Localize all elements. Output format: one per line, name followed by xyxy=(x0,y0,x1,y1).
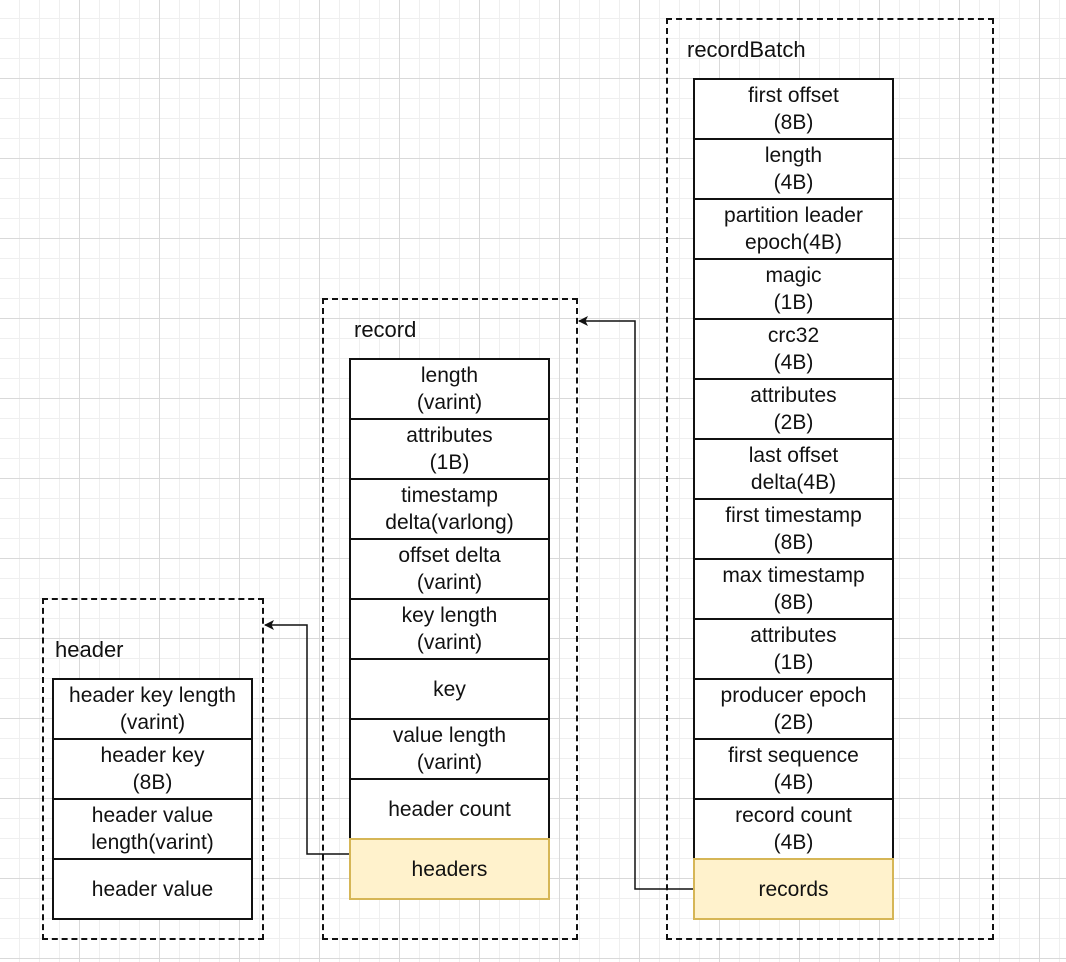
field-label: max timestamp xyxy=(722,564,865,587)
header-field-header-key-8b: header key (8B) xyxy=(52,738,253,800)
field-label: value length xyxy=(392,724,507,747)
recordbatch-field-crc32-4b: crc32 (4B) xyxy=(693,318,894,380)
field-size: (2B) xyxy=(773,711,814,734)
header-field-header-value: header value xyxy=(52,858,253,920)
record-field-value-length-varint: value length (varint) xyxy=(349,718,550,780)
recordbatch-field-max-timestamp-8b: max timestamp (8B) xyxy=(693,558,894,620)
record-container xyxy=(322,298,578,940)
field-size: epoch(4B) xyxy=(745,231,842,254)
field-label: first sequence xyxy=(728,744,859,767)
field-label: header value xyxy=(91,804,214,827)
recordbatch-field-first-sequence-4b: first sequence (4B) xyxy=(693,738,894,800)
record-field-offset-delta-varint: offset delta (varint) xyxy=(349,538,550,600)
recordbatch-field-first-offset-8b: first offset (8B) xyxy=(693,78,894,140)
field-label: length xyxy=(420,364,479,387)
field-label: headers xyxy=(411,857,488,881)
field-label: attributes xyxy=(750,384,837,407)
field-size: (4B) xyxy=(773,171,814,194)
recordbatch-field-first-timestamp-8b: first timestamp (8B) xyxy=(693,498,894,560)
field-size: (8B) xyxy=(773,591,814,614)
field-size: (4B) xyxy=(773,351,814,374)
recordbatch-field-attributes-2b: attributes (2B) xyxy=(693,378,894,440)
field-label: length xyxy=(764,144,823,167)
field-size: (8B) xyxy=(132,771,173,794)
record-field-key: key xyxy=(349,658,550,720)
field-size: (4B) xyxy=(773,771,814,794)
field-size: (varint) xyxy=(119,711,186,734)
field-size: (1B) xyxy=(773,651,814,674)
field-label: record count xyxy=(735,804,852,827)
field-size: (varint) xyxy=(416,751,483,774)
field-size: delta(varlong) xyxy=(385,511,514,534)
field-label: key xyxy=(433,677,466,701)
record-field-key-length-varint: key length (varint) xyxy=(349,598,550,660)
record-field-length-varint: length (varint) xyxy=(349,358,550,420)
recordbatch-field-producer-epoch-2b: producer epoch (2B) xyxy=(693,678,894,740)
field-size: (8B) xyxy=(773,531,814,554)
field-size: (8B) xyxy=(773,111,814,134)
field-label: magic xyxy=(765,264,822,287)
field-label: crc32 xyxy=(767,324,820,347)
field-size: (4B) xyxy=(773,831,814,854)
record-field-attributes-1b: attributes (1B) xyxy=(349,418,550,480)
recordbatch-title: recordBatch xyxy=(687,37,806,62)
field-label: header value xyxy=(91,877,214,901)
recordbatch-field-partition-leader-epoch-4b: partition leader epoch(4B) xyxy=(693,198,894,260)
record-field-headers: headers xyxy=(349,838,550,900)
recordbatch-field-attributes-1b: attributes (1B) xyxy=(693,618,894,680)
recordbatch-field-last-offset-delta-4b: last offset delta(4B) xyxy=(693,438,894,500)
field-size: length(varint) xyxy=(91,831,214,854)
recordbatch-field-magic-1b: magic (1B) xyxy=(693,258,894,320)
field-label: offset delta xyxy=(398,544,501,567)
record-field-timestamp-delta-varlong: timestamp delta(varlong) xyxy=(349,478,550,540)
field-size: (1B) xyxy=(773,291,814,314)
field-label: attributes xyxy=(406,424,493,447)
field-size: (2B) xyxy=(773,411,814,434)
field-label: header key length xyxy=(69,684,236,707)
header-field-header-key-length-varint: header key length (varint) xyxy=(52,678,253,740)
field-label: key length xyxy=(401,604,498,627)
headers-to-header-arrow xyxy=(264,620,349,855)
field-label: timestamp xyxy=(401,484,498,507)
field-label: last offset xyxy=(748,444,839,467)
header-title: header xyxy=(55,637,124,662)
header-container xyxy=(42,598,264,940)
field-label: header key xyxy=(100,744,205,767)
field-label: records xyxy=(758,877,829,901)
field-size: (varint) xyxy=(416,391,483,414)
field-label: first offset xyxy=(748,84,839,107)
field-label: first timestamp xyxy=(725,504,862,527)
field-size: (varint) xyxy=(416,571,483,594)
records-to-record-arrow xyxy=(578,316,693,890)
field-size: (varint) xyxy=(416,631,483,654)
field-label: partition leader xyxy=(724,204,863,227)
recordbatch-field-record-count-4b: record count (4B) xyxy=(693,798,894,860)
recordbatch-container xyxy=(666,18,994,940)
field-size: (1B) xyxy=(429,451,470,474)
field-label: header count xyxy=(388,797,511,821)
field-label: producer epoch xyxy=(720,684,867,707)
field-size: delta(4B) xyxy=(750,471,837,494)
record-title: record xyxy=(354,317,417,342)
header-field-header-value-length-varint: header value length(varint) xyxy=(52,798,253,860)
field-label: attributes xyxy=(750,624,837,647)
record-field-header-count: header count xyxy=(349,778,550,840)
recordbatch-field-records: records xyxy=(693,858,894,920)
recordbatch-field-length-4b: length (4B) xyxy=(693,138,894,200)
